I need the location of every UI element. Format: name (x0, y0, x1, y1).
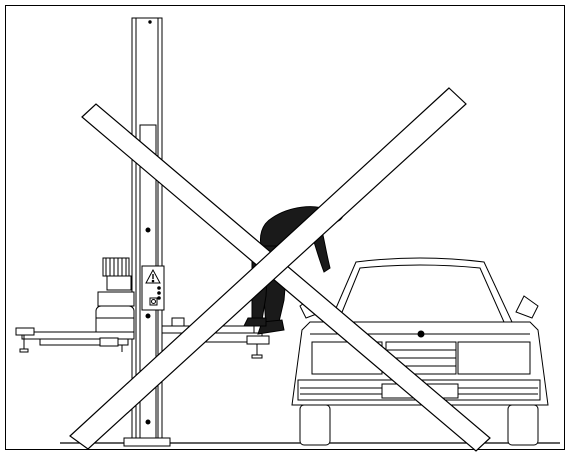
drawing-frame (5, 5, 565, 450)
left-lift-arm (15, 327, 135, 353)
control-box (141, 265, 165, 311)
motor-pump-unit (95, 257, 135, 339)
prohibition-x-mark (69, 87, 491, 452)
car-front (291, 257, 549, 446)
